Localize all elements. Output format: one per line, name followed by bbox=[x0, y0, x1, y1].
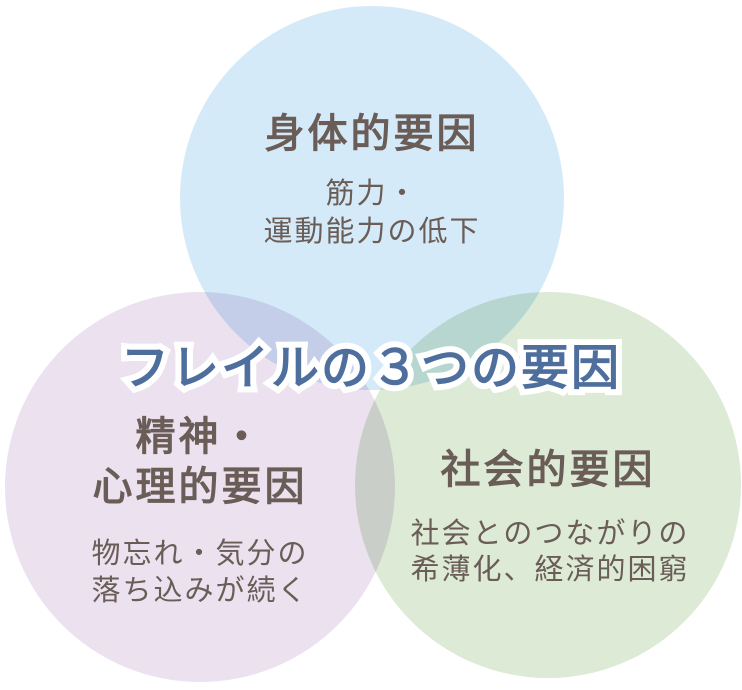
physical-description-line-1: 筋力・ bbox=[325, 176, 419, 210]
social-factor-heading: 社会的要因 bbox=[440, 447, 656, 493]
mental-factor-description: 物忘れ・気分の 落ち込みが続く bbox=[5, 535, 395, 609]
social-description-line-1: 社会とのつながりの bbox=[410, 516, 690, 550]
physical-factor-description: 筋力・ 運動能力の低下 bbox=[180, 174, 564, 250]
social-description-line-2: 希薄化、経済的困窮 bbox=[410, 552, 690, 586]
social-factor-description: 社会とのつながりの 希薄化、経済的困窮 bbox=[357, 515, 742, 587]
social-factor-circle bbox=[355, 292, 741, 678]
physical-description-line-2: 運動能力の低下 bbox=[263, 214, 481, 248]
diagram-title-text: フレイルの３つの要因 bbox=[120, 340, 621, 396]
diagram-title-outline: フレイルの３つの要因 bbox=[115, 334, 625, 402]
diagram-title: フレイルの３つの要因 フレイルの３つの要因 bbox=[0, 334, 742, 402]
mental-heading-line-1: 精神・ bbox=[135, 414, 265, 460]
mental-description-line-2: 落ち込みが続く bbox=[91, 573, 309, 607]
mental-factor-heading: 精神・ 心理的要因 bbox=[5, 412, 395, 512]
physical-factor-heading: 身体的要因 bbox=[264, 111, 480, 157]
mental-heading-line-2: 心理的要因 bbox=[92, 464, 308, 510]
mental-description-line-1: 物忘れ・気分の bbox=[91, 536, 309, 570]
mental-factor-circle bbox=[5, 292, 395, 682]
